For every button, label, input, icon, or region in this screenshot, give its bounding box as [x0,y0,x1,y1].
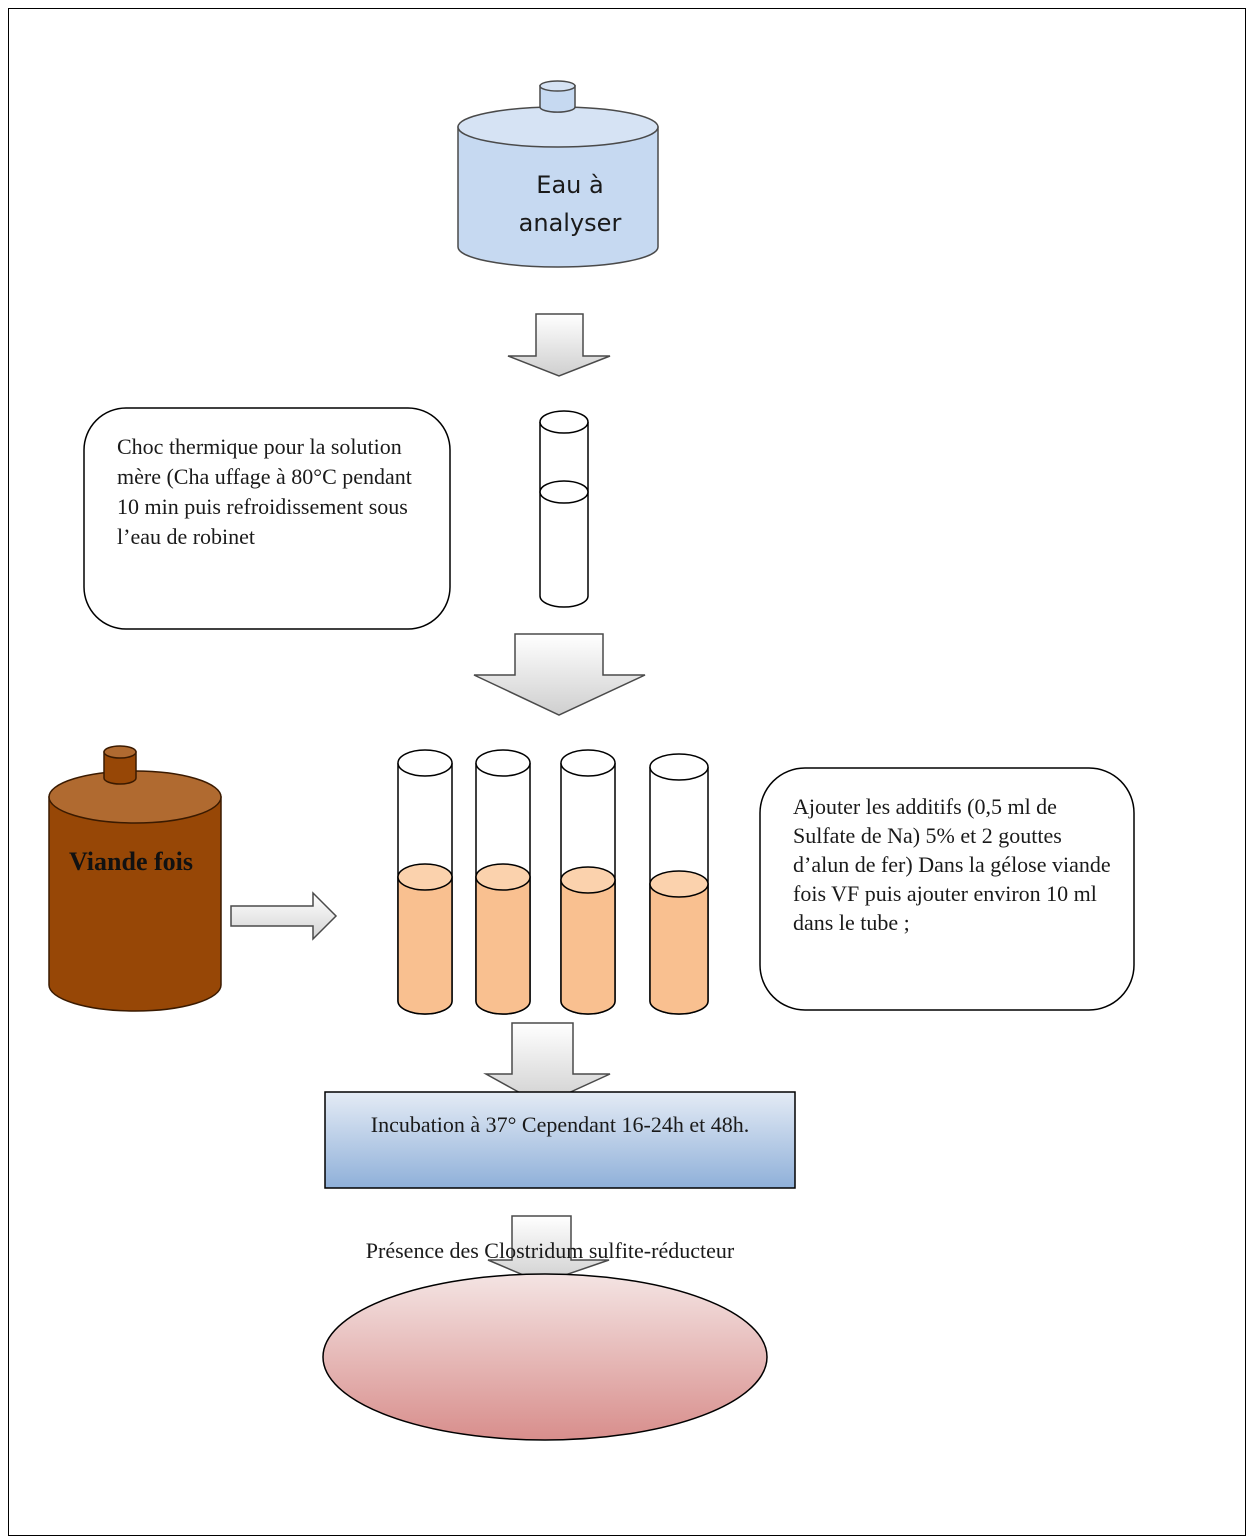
additives-note: Ajouter les additifs (0,5 ml de Sulfate … [793,794,1111,935]
incubation-box [324,1091,796,1189]
water-container [457,80,659,268]
heat-shock-note: Choc thermique pour la solution mère (Ch… [117,434,412,549]
container-label: Eau à analyser [518,171,622,237]
incubation-step-text: Incubation à 37° Cependant 16-24h et 48h… [370,1112,750,1137]
medium-bottle [48,745,222,1012]
additives-note-box [759,767,1135,1011]
test-tube-3 [560,749,616,1015]
down-arrow-4 [487,1215,610,1284]
test-tube-single [539,410,589,608]
result-text: Présence des Clostridum sulfite-réducteu… [365,1238,735,1263]
medium-bottle-label: Viande fois [69,847,193,876]
test-tube-2 [475,749,531,1015]
down-arrow-2 [473,633,646,716]
test-tube-4 [649,753,709,1015]
down-arrow-3 [483,1022,611,1106]
down-arrow-1 [507,313,611,377]
result-ellipse [322,1273,768,1441]
heat-shock-note-box [83,407,451,630]
page-frame [8,8,1246,1536]
test-tube-1 [397,749,453,1015]
right-arrow [230,891,338,941]
